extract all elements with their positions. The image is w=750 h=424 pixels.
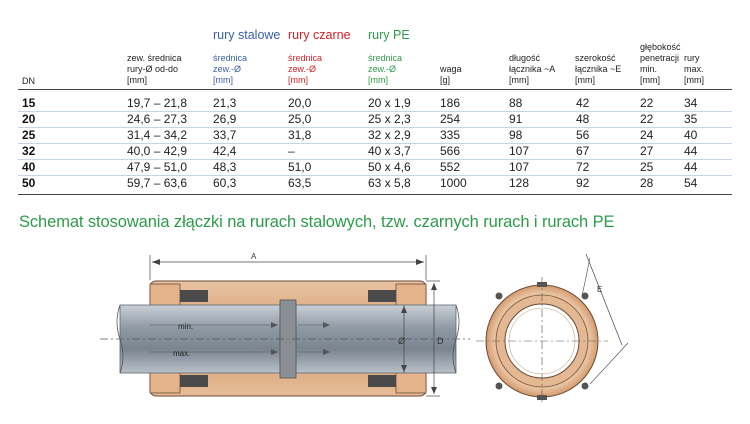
header-pe-diameter: średnica zew.-Ø [mm] bbox=[368, 53, 403, 85]
table-row: 15 19,7 – 21,8 21,3 20,0 20 x 1,9 186 88… bbox=[18, 96, 732, 112]
label-d: D bbox=[437, 336, 444, 346]
header-depth-max: rury max. [mm] bbox=[684, 53, 704, 85]
header-depth-min: min. [mm] bbox=[640, 64, 660, 85]
group-pe-pipes: rury PE bbox=[368, 28, 410, 42]
group-steel-pipes: rury stalowe bbox=[213, 28, 281, 42]
label-e: E bbox=[597, 285, 602, 294]
label-min: min. bbox=[178, 322, 193, 331]
schema-title: Schemat stosowania złączki na rurach sta… bbox=[19, 213, 615, 231]
front-view-fitting bbox=[476, 253, 629, 405]
header-weight: waga [g] bbox=[440, 64, 462, 85]
table-top-rule bbox=[18, 89, 732, 90]
header-width: szerokość łącznika ~E [mm] bbox=[575, 53, 622, 85]
table-row: 40 47,9 – 51,0 48,3 51,0 50 x 4,6 552 10… bbox=[18, 160, 732, 176]
table-row: 32 40,0 – 42,9 42,4 – 40 x 3,7 566 107 6… bbox=[18, 144, 732, 160]
header-length: długość łącznika ~A [mm] bbox=[509, 53, 556, 85]
label-phi: Ø bbox=[398, 336, 405, 346]
table-row: 20 24,6 – 27,3 26,9 25,0 25 x 2,3 254 91… bbox=[18, 112, 732, 128]
side-view-fitting bbox=[100, 255, 470, 397]
table-bottom-rule bbox=[18, 194, 732, 195]
table-row: 50 59,7 – 63,6 60,3 63,5 63 x 5,8 1000 1… bbox=[22, 176, 698, 190]
header-black-diameter: średnica zew.-Ø [mm] bbox=[288, 53, 323, 85]
table-row: 25 31,4 – 34,2 33,7 31,8 32 x 2,9 335 98… bbox=[18, 128, 732, 144]
header-penetration-depth: głębokość penetracji bbox=[640, 42, 681, 63]
label-a: A bbox=[251, 252, 257, 261]
header-dn: DN bbox=[22, 76, 35, 86]
label-max: max. bbox=[173, 349, 190, 358]
header-steel-diameter: średnica zew.-Ø [mm] bbox=[213, 53, 248, 85]
group-black-pipes: rury czarne bbox=[288, 28, 351, 42]
header-outer-range: zew. średnica rury-Ø od-do [mm] bbox=[127, 53, 182, 85]
